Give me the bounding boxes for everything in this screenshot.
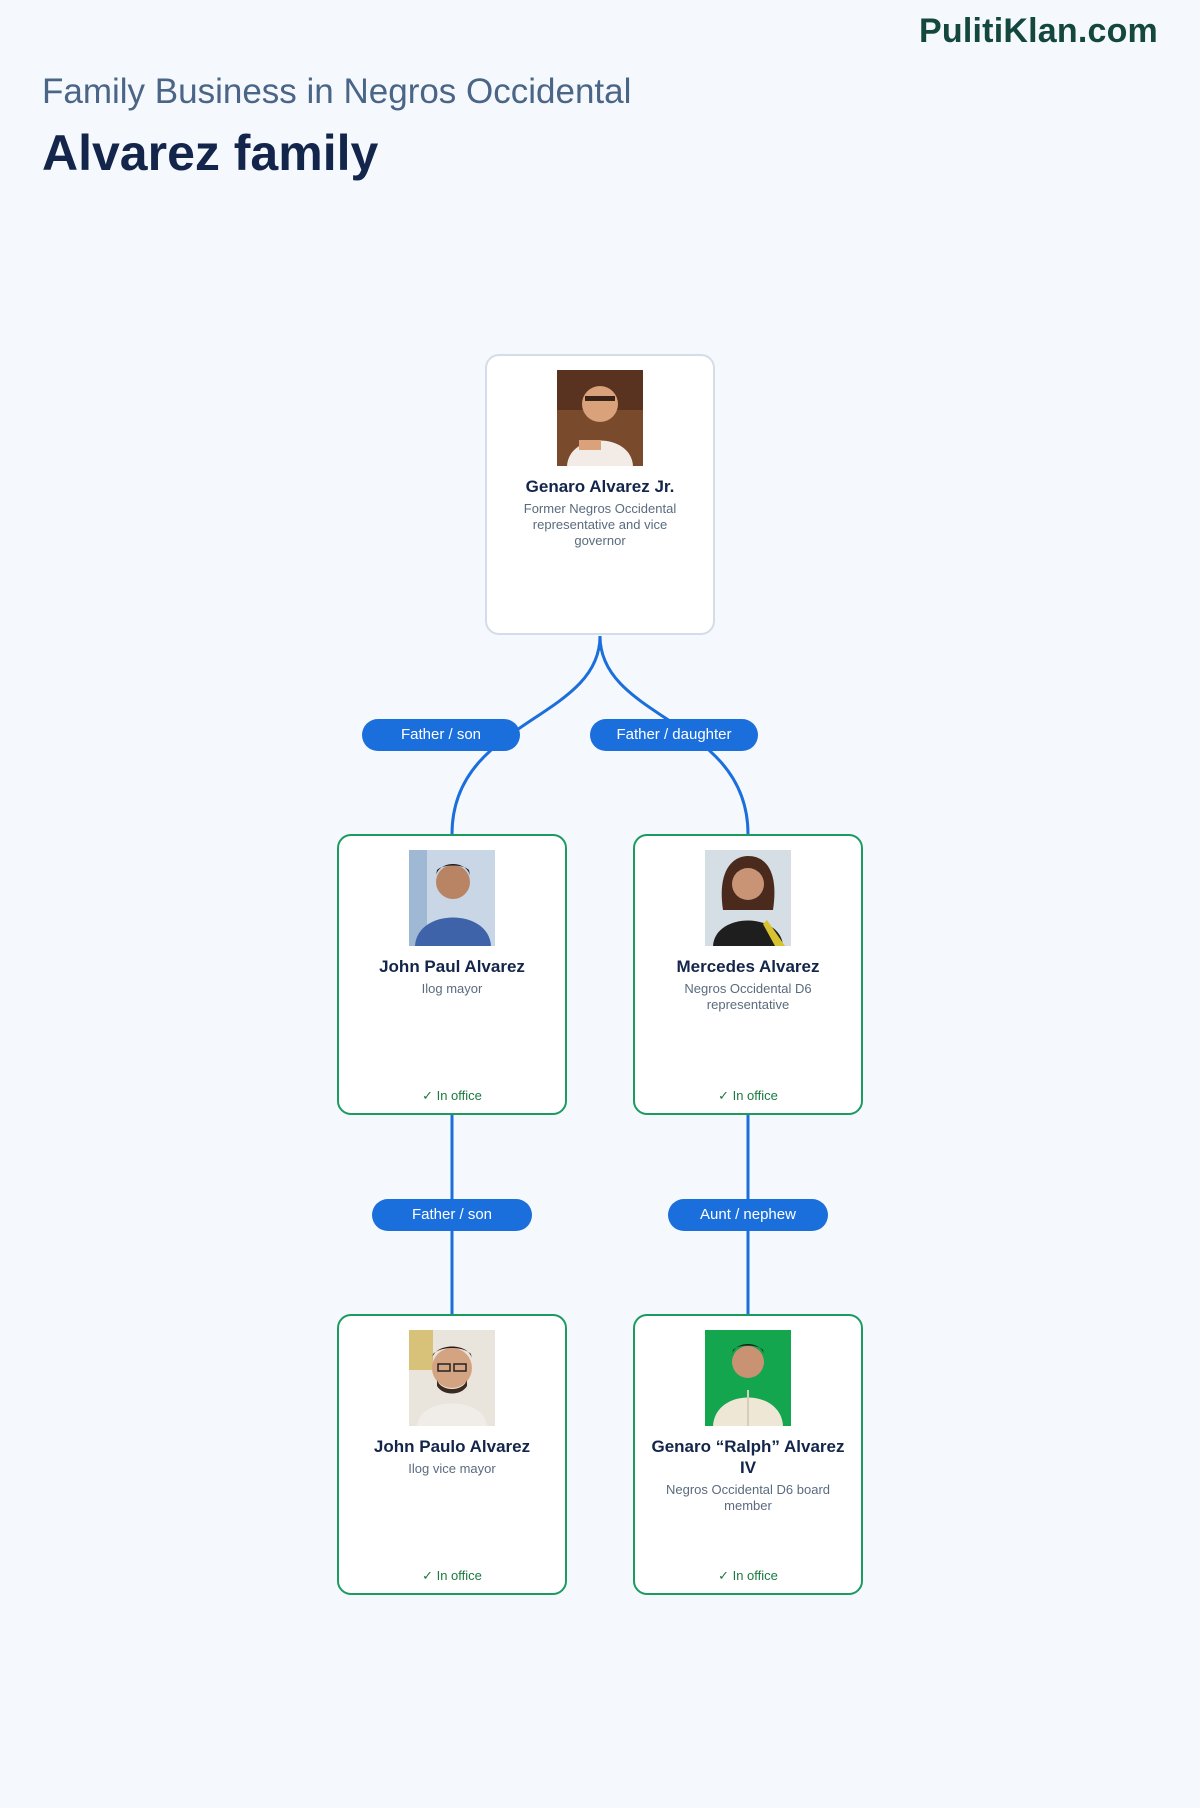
member-card-genaro-alvarez-jr[interactable]: Genaro Alvarez Jr. Former Negros Occiden… xyxy=(485,354,715,635)
member-card-genaro-ralph-alvarez-iv[interactable]: Genaro “Ralph” Alvarez IV Negros Occiden… xyxy=(633,1314,863,1595)
status-badge: ✓ In office xyxy=(422,1088,482,1103)
member-name: Genaro “Ralph” Alvarez IV xyxy=(651,1437,845,1477)
relation-label: Father / son xyxy=(362,719,520,751)
page-title: Alvarez family xyxy=(42,125,379,181)
relation-label: Aunt / nephew xyxy=(668,1199,828,1231)
portrait-photo xyxy=(557,370,643,466)
link-genaro-to-john-paul xyxy=(450,635,602,835)
portrait-photo xyxy=(409,850,495,946)
relation-label: Father / son xyxy=(372,1199,532,1231)
member-role: Negros Occidental D6 board member xyxy=(665,1482,831,1513)
status-badge: ✓ In office xyxy=(718,1088,778,1103)
member-card-john-paulo-alvarez[interactable]: John Paulo Alvarez Ilog vice mayor ✓ In … xyxy=(337,1314,567,1595)
member-role: Ilog mayor xyxy=(421,981,483,996)
portrait-photo xyxy=(409,1330,495,1426)
member-role: Ilog vice mayor xyxy=(408,1461,496,1476)
member-name: Mercedes Alvarez xyxy=(676,957,820,976)
status-badge: ✓ In office xyxy=(422,1568,482,1583)
member-role: Negros Occidental D6 representative xyxy=(684,981,812,1012)
page-subtitle: Family Business in Negros Occidental xyxy=(42,72,632,111)
brand-logo[interactable]: PulitiKlan.com xyxy=(919,12,1158,50)
member-card-mercedes-alvarez[interactable]: Mercedes Alvarez Negros Occidental D6 re… xyxy=(633,834,863,1115)
member-name: John Paulo Alvarez xyxy=(373,1437,531,1456)
portrait-photo xyxy=(705,850,791,946)
status-badge: ✓ In office xyxy=(718,1568,778,1583)
member-name: John Paul Alvarez xyxy=(379,957,525,976)
member-role: Former Negros Occidental representative … xyxy=(523,501,677,548)
portrait-photo xyxy=(705,1330,791,1426)
member-name: Genaro Alvarez Jr. xyxy=(525,477,675,496)
relation-label: Father / daughter xyxy=(590,719,758,751)
member-card-john-paul-alvarez[interactable]: John Paul Alvarez Ilog mayor ✓ In office xyxy=(337,834,567,1115)
